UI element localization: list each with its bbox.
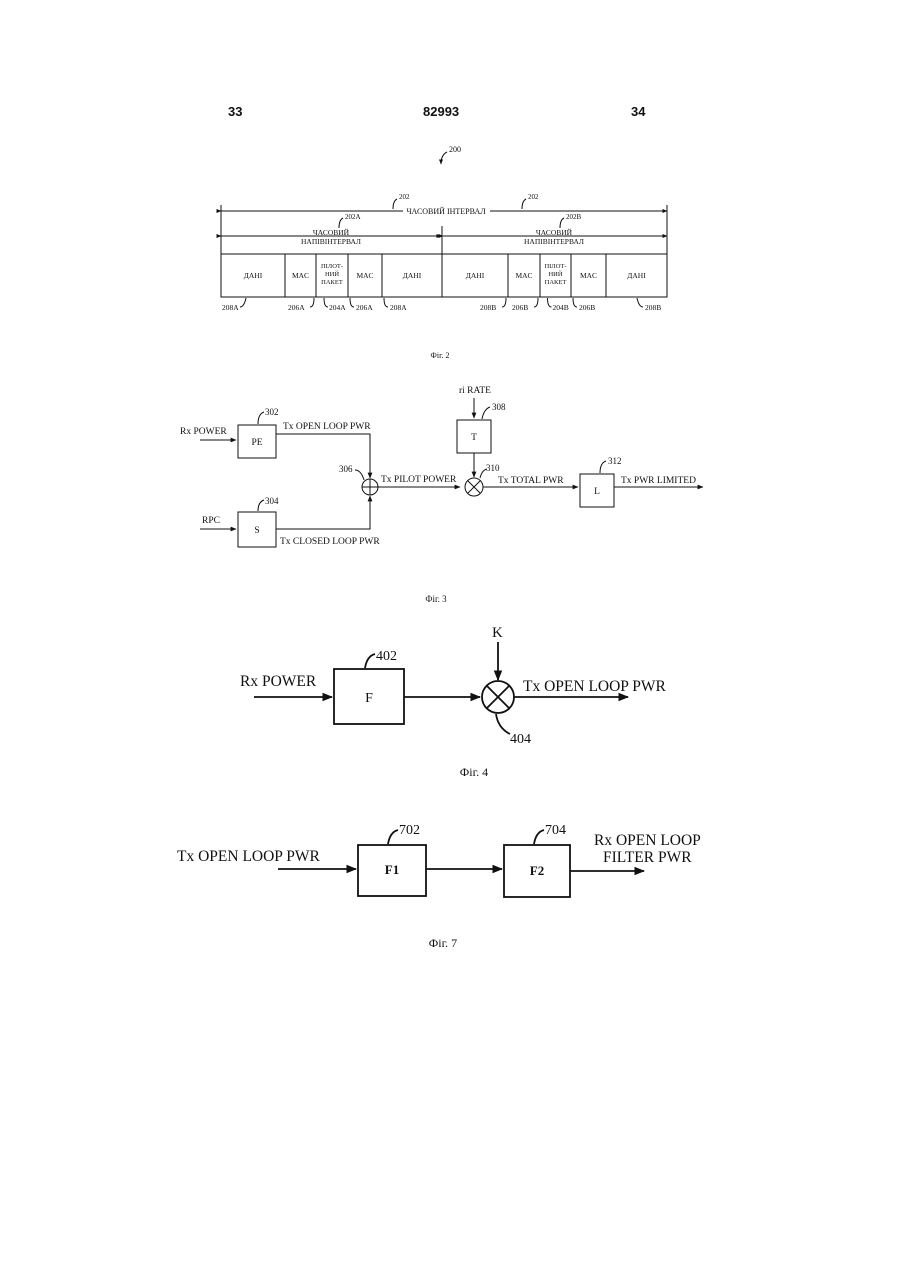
slot-ref-label: 206B <box>512 303 528 312</box>
rx-open-loop-label-line2: FILTER PWR <box>603 849 692 866</box>
figure-4: Rx POWER F 402 K 404 Tx OPEN LOOP PWR Фі… <box>240 625 666 779</box>
fig7-caption: Фіг. 7 <box>429 936 457 950</box>
pe-block-label: PE <box>251 438 262 448</box>
half-interval-b-line1: ЧАСОВИЙ <box>536 228 573 237</box>
tx-total-pwr-label: Tx TOTAL PWR <box>498 476 564 486</box>
ref-704: 704 <box>545 823 566 838</box>
slot-ref-label: 204A <box>329 303 346 312</box>
rate-label: ri RATE <box>459 386 491 396</box>
slot-cell-label: ДАНІ <box>627 271 646 280</box>
ref-200: 200 <box>449 145 461 154</box>
slot-cell-label: MAC <box>515 271 532 280</box>
k-label: K <box>492 625 503 641</box>
tx-open-loop-label-fig4: Tx OPEN LOOP PWR <box>523 678 666 695</box>
ref-202-right: 202 <box>528 193 539 201</box>
rpc-label: RPC <box>202 516 220 526</box>
figure-3: Rx POWER PE 302 Tx OPEN LOOP PWR RPC S 3… <box>180 386 703 604</box>
f2-block-label: F2 <box>530 863 544 878</box>
half-interval-a-line1: ЧАСОВИЙ <box>313 228 350 237</box>
f-block-label: F <box>365 691 373 706</box>
fig3-caption: Фіг. 3 <box>425 594 447 604</box>
slot-ref-leader <box>350 298 354 307</box>
tx-open-loop-label: Tx OPEN LOOP PWR <box>283 422 371 432</box>
tx-pwr-limited-label: Tx PWR LIMITED <box>621 476 696 486</box>
slot-ref-label: 206A <box>356 303 373 312</box>
fig4-caption: Фіг. 4 <box>460 765 488 779</box>
ref-202-left: 202 <box>399 193 410 201</box>
slot-ref-label: 208B <box>480 303 496 312</box>
slot-ref-leader <box>384 298 388 307</box>
slot-ref-leader <box>548 298 552 307</box>
slot-ref-label: 204B <box>553 303 569 312</box>
slot-ref-leader <box>324 298 328 307</box>
slot-cell-label: ДАНІ <box>403 271 422 280</box>
ref-310: 310 <box>486 463 500 473</box>
ref-202b: 202B <box>566 213 582 221</box>
s-block-label: S <box>254 526 259 536</box>
rx-power-label: Rx POWER <box>180 427 227 437</box>
half-interval-a-line2: НАПІВІНТЕРВАЛ <box>301 237 361 246</box>
tx-pilot-power-label: Tx PILOT POWER <box>381 475 457 485</box>
slot-ref-label: 206B <box>579 303 595 312</box>
f1-block-label: F1 <box>385 862 399 877</box>
fig2-caption: Фіг. 2 <box>431 351 450 360</box>
slot-ref-label: 206A <box>288 303 305 312</box>
slot-ref-label: 208A <box>222 303 239 312</box>
slot-ref-leader <box>310 298 314 307</box>
t-block-label: T <box>471 433 477 443</box>
tx-open-loop-label-fig7: Tx OPEN LOOP PWR <box>177 848 320 865</box>
ref-312: 312 <box>608 456 622 466</box>
slot-ref-label: 208B <box>645 303 661 312</box>
l-block-label: L <box>594 487 600 497</box>
tx-closed-loop-label: Tx CLOSED LOOP PWR <box>280 537 380 547</box>
ref-302: 302 <box>265 407 279 417</box>
slot-ref-label: 208A <box>390 303 407 312</box>
slot-ref-leader <box>502 298 506 307</box>
slot-cell-label: MAC <box>356 271 373 280</box>
ref-702: 702 <box>399 823 420 838</box>
ref-202a: 202A <box>345 213 361 221</box>
slot-ref-leader <box>637 298 643 307</box>
slot-cell-label: ДАНІ <box>466 271 485 280</box>
ref-308: 308 <box>492 402 506 412</box>
half-interval-b-line2: НАПІВІНТЕРВАЛ <box>524 237 584 246</box>
ref-304: 304 <box>265 496 279 506</box>
ref-306: 306 <box>339 464 353 474</box>
ref-404: 404 <box>510 732 531 747</box>
slot-cell-label: MAC <box>292 271 309 280</box>
ref-402: 402 <box>376 649 397 664</box>
slot-ref-leader <box>534 298 538 307</box>
rx-power-label-fig4: Rx POWER <box>240 673 317 690</box>
figure-2: 200 ЧАСОВИЙ ІНТЕРВАЛ 202 202 202A 202B Ч… <box>221 145 667 360</box>
slot-cell-label: MAC <box>580 271 597 280</box>
slot-structure <box>221 254 667 297</box>
slot-cell-label: ДАНІ <box>244 271 263 280</box>
time-interval-label: ЧАСОВИЙ ІНТЕРВАЛ <box>406 207 486 216</box>
figure-7: Tx OPEN LOOP PWR F1 702 F2 704 Rx OPEN L… <box>177 823 701 950</box>
rx-open-loop-label-line1: Rx OPEN LOOP <box>594 832 701 849</box>
slot-ref-leader <box>573 298 577 307</box>
slot-ref-leader <box>240 298 246 307</box>
